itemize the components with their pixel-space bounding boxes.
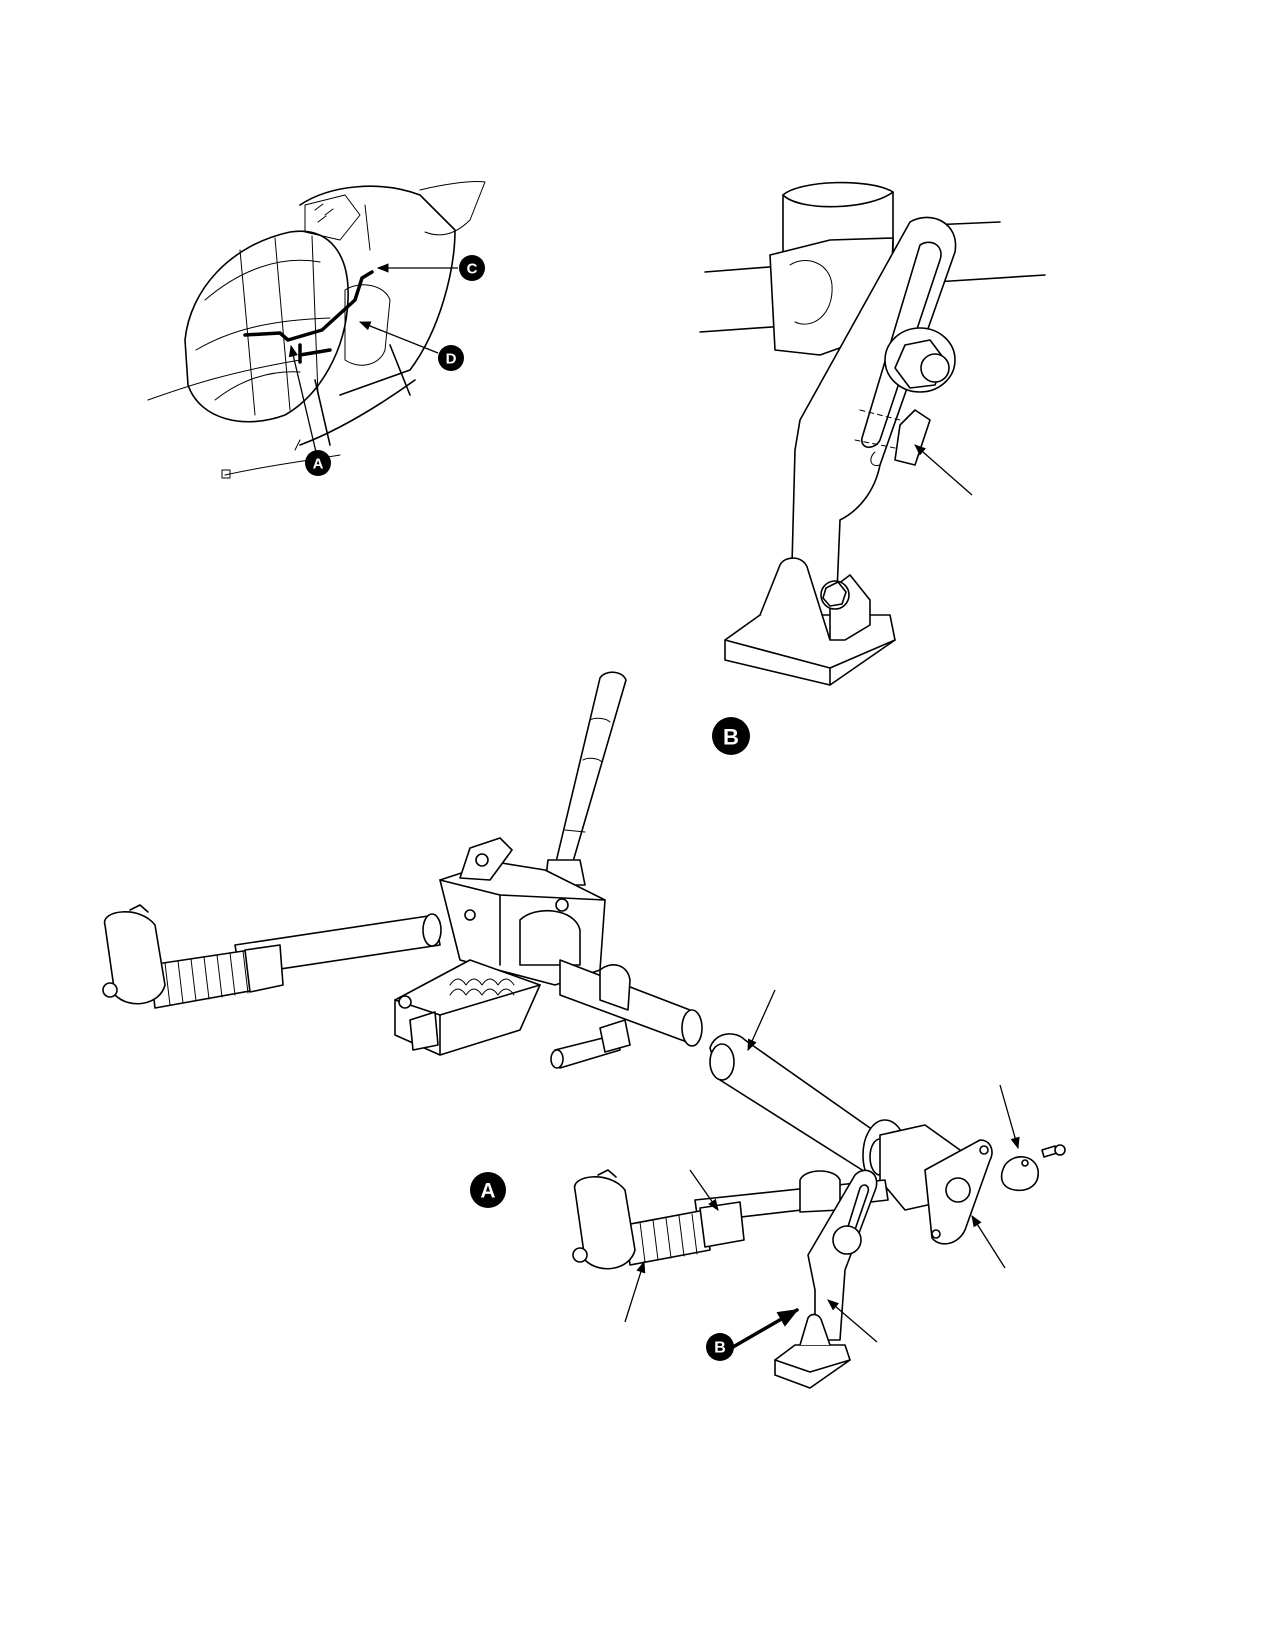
callout-b-detail: B bbox=[712, 717, 750, 755]
callout-d: D bbox=[438, 345, 464, 371]
callout-a-detail-label: A bbox=[480, 1180, 495, 1203]
callout-a-detail: A bbox=[470, 1172, 506, 1208]
detail-b-leader bbox=[914, 444, 973, 496]
callout-a-locator-label: A bbox=[313, 456, 324, 473]
callout-a-locator: A bbox=[305, 450, 331, 476]
callout-c-label: C bbox=[467, 261, 478, 278]
helicopter-locator-view bbox=[147, 181, 486, 479]
locator-leaders bbox=[288, 263, 458, 453]
callout-d-label: D bbox=[446, 351, 457, 368]
detail-a-leaders bbox=[624, 989, 1020, 1349]
callout-b-detail-label: B bbox=[723, 725, 739, 750]
callout-b-main: B bbox=[706, 1333, 734, 1361]
detail-a-view bbox=[102, 671, 1066, 1389]
callout-b-main-label: B bbox=[714, 1340, 726, 1357]
detail-b-view bbox=[699, 181, 1046, 686]
callout-c: C bbox=[459, 255, 485, 281]
